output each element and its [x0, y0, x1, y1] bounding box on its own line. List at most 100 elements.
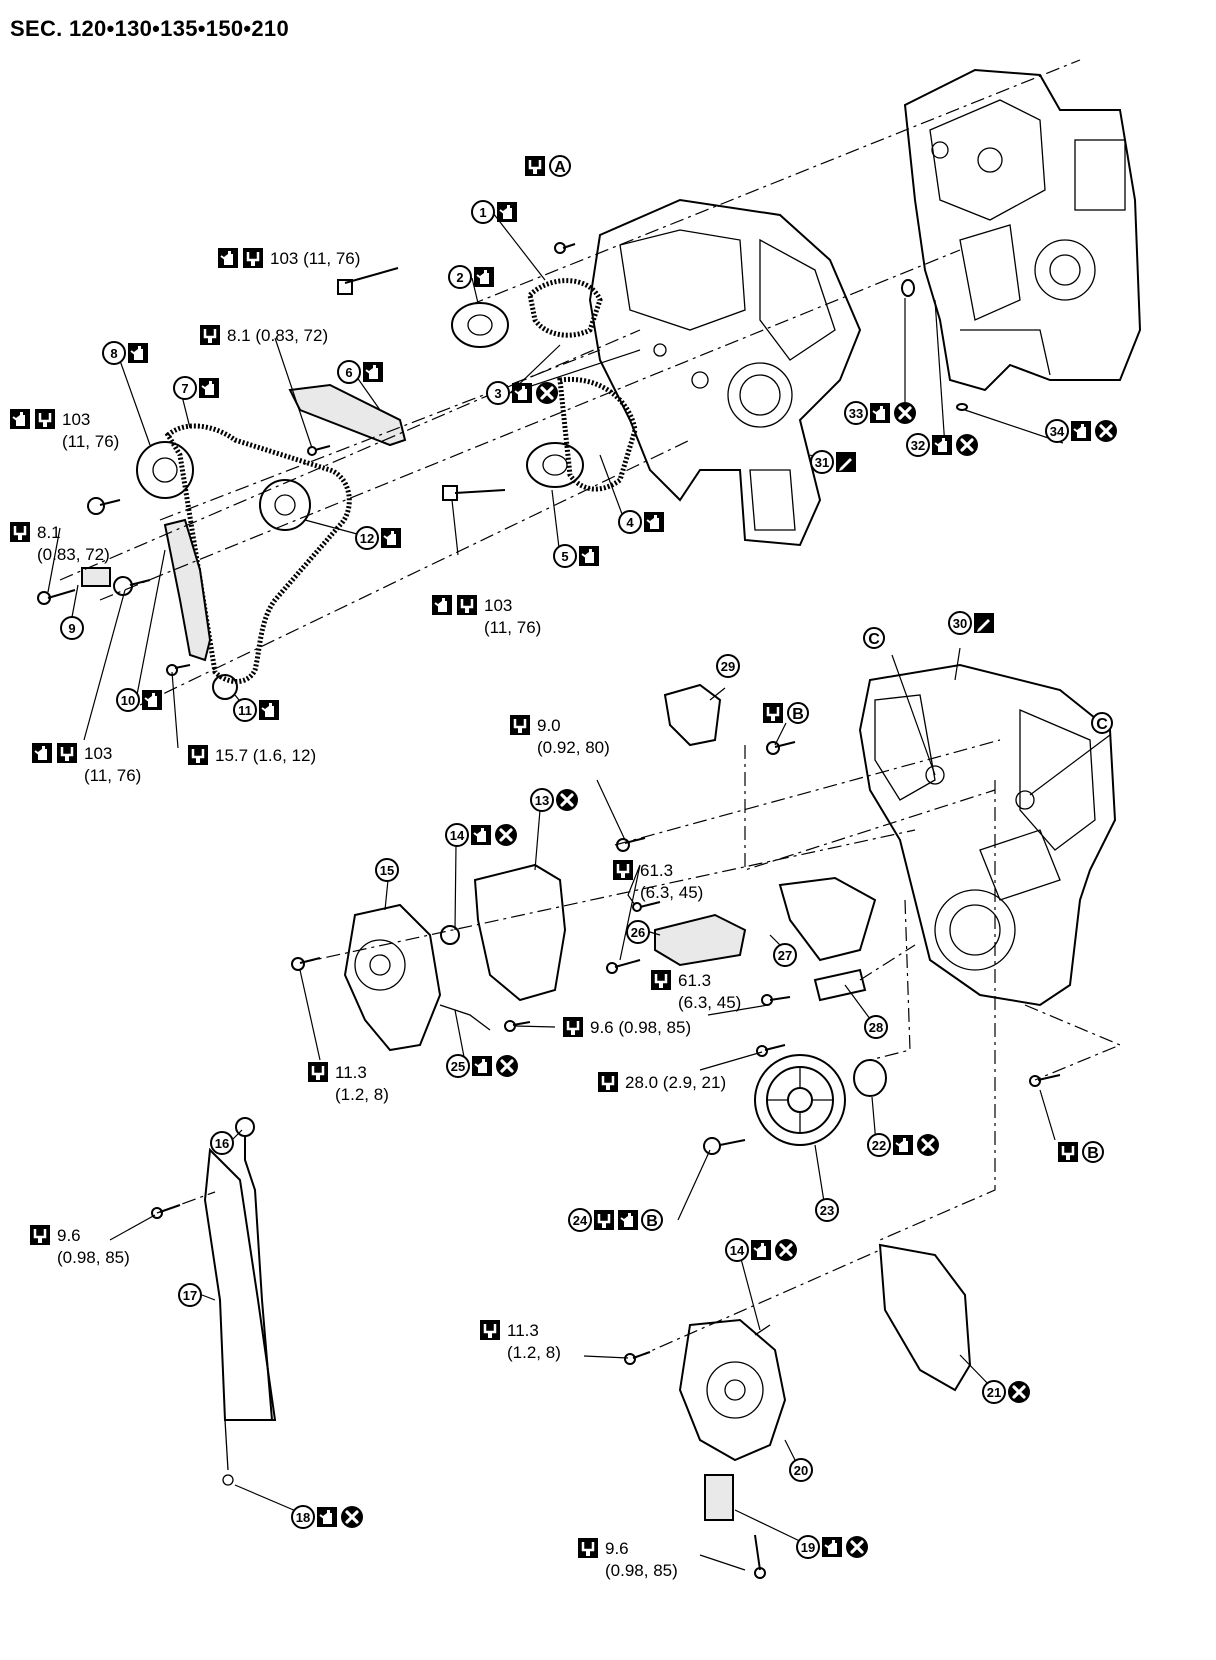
torque-spec: 61.3(6.3, 45) [649, 968, 741, 1012]
torque-value: 61.3 [640, 861, 673, 880]
torque-value: 9.0 [537, 716, 561, 735]
inner-timing-chain-case [588, 198, 862, 547]
front-timing-chain-case [858, 663, 1117, 1007]
callout-number: 21 [987, 1385, 1001, 1400]
torque-wrench-icon [611, 858, 635, 882]
torque-units: (0.92, 80) [537, 738, 610, 757]
torque-wrench-icon [33, 407, 57, 431]
camshaft-sprockets [451, 278, 638, 492]
torque-value: 61.3 [678, 971, 711, 990]
torque-wrench-icon [478, 1318, 502, 1342]
oil-can-icon [127, 342, 149, 364]
engine-block [903, 68, 1142, 392]
callout-31: 31 [810, 450, 856, 474]
oil-can-icon [471, 1055, 493, 1077]
torque-wrench-icon [28, 1223, 52, 1247]
callout-number: 16 [215, 1136, 229, 1151]
callout-number: 8 [110, 346, 117, 361]
torque-units: (1.2, 8) [507, 1343, 561, 1362]
callout-32: 32 [906, 432, 980, 458]
callout-number: 7 [181, 381, 188, 396]
callout-number: 2 [456, 270, 463, 285]
torque-spec: 8.1(0.83, 72) [8, 520, 110, 564]
ref-b-letter: B [792, 706, 804, 723]
callout-19: 19 [796, 1534, 870, 1560]
callout-4: 4 [618, 510, 665, 534]
callout-3: 3 [486, 380, 560, 406]
callout-22: 22 [867, 1132, 941, 1158]
torque-spec: 28.0 (2.9, 21) [596, 1070, 726, 1094]
callout-2: 2 [448, 265, 495, 289]
oil-can-icon [141, 689, 163, 711]
callout-number: 9 [68, 621, 75, 636]
alignment-lines [59, 59, 1122, 1359]
callout-16: 16 [210, 1131, 234, 1155]
callout-number: 10 [121, 693, 135, 708]
callout-18: 18 [291, 1504, 365, 1530]
callout-number: 13 [535, 793, 549, 808]
oil-can-icon [431, 594, 453, 616]
torque-value: 9.6 [57, 1226, 81, 1245]
timing-chain-assembly [81, 383, 407, 700]
ref-a: A [549, 155, 571, 177]
callout-number: 19 [801, 1540, 815, 1555]
oil-can-icon [931, 434, 953, 456]
oil-can-icon [380, 527, 402, 549]
torque-wrench-icon [761, 701, 785, 725]
callout-29: 29 [716, 654, 740, 678]
callout-13: 13 [530, 787, 580, 813]
torque-value: 8.1 (0.83, 72) [227, 326, 328, 345]
callout-number: 14 [450, 828, 465, 843]
callout-28: 28 [864, 1015, 888, 1039]
crankshaft-pulley [754, 1054, 887, 1146]
callout-number: 23 [820, 1203, 834, 1218]
oil-pump-assembly [343, 903, 491, 1052]
torque-units: (11, 76) [484, 618, 541, 637]
oil-can-icon [578, 545, 600, 567]
torque-units: (11, 76) [84, 766, 141, 785]
callout-33: 33 [844, 400, 918, 426]
oil-can-icon [470, 824, 492, 846]
oil-can-icon [892, 1134, 914, 1156]
oil-can-icon [9, 408, 31, 430]
callout-number: 25 [451, 1059, 465, 1074]
callout-20: 20 [789, 1458, 813, 1482]
callout-21: 21 [982, 1379, 1032, 1405]
torque-spec: 9.6(0.98, 85) [28, 1223, 130, 1267]
callout-26: 26 [626, 920, 650, 944]
callout-number: 11 [238, 703, 252, 718]
callout-number: 18 [296, 1510, 310, 1525]
torque-wrench-icon [55, 741, 79, 765]
torque-spec: 9.6(0.98, 85) [576, 1536, 678, 1580]
discard-x-icon [773, 1237, 799, 1263]
torque-spec: 103(11, 76) [9, 407, 119, 451]
torque-wrench-icon [508, 713, 532, 737]
section-title: SEC. 120•130•135•150•210 [10, 16, 289, 41]
torque-spec: 15.7 (1.6, 12) [186, 743, 316, 767]
oil-can-icon [821, 1536, 843, 1558]
discard-x-icon [493, 822, 519, 848]
callout-30: 30 [948, 611, 994, 635]
callout-8: 8 [102, 341, 149, 365]
discard-x-icon [1006, 1379, 1032, 1405]
callout-number: 30 [953, 616, 967, 631]
callout-number: 15 [380, 863, 394, 878]
bolts [37, 242, 1061, 1579]
torque-spec: A [523, 154, 571, 178]
torque-wrench-icon [576, 1536, 600, 1560]
callout-number: 12 [360, 531, 374, 546]
callout-14: 14 [445, 822, 519, 848]
oil-level-gauge [203, 1117, 277, 1486]
discard-x-icon [339, 1504, 365, 1530]
torque-value: 8.1 [37, 523, 61, 542]
torque-wrench-icon [561, 1015, 585, 1039]
idler-bracket-parts [654, 683, 877, 1002]
torque-wrench-icon [186, 743, 210, 767]
torque-value: 9.6 [605, 1539, 629, 1558]
torque-value: 103 [62, 410, 90, 429]
callout-5: 5 [553, 544, 600, 568]
torque-value: 9.6 (0.98, 85) [590, 1018, 691, 1037]
torque-spec: 103(11, 76) [431, 593, 541, 637]
callout-15: 15 [375, 858, 399, 882]
callout-number: 26 [631, 925, 645, 940]
